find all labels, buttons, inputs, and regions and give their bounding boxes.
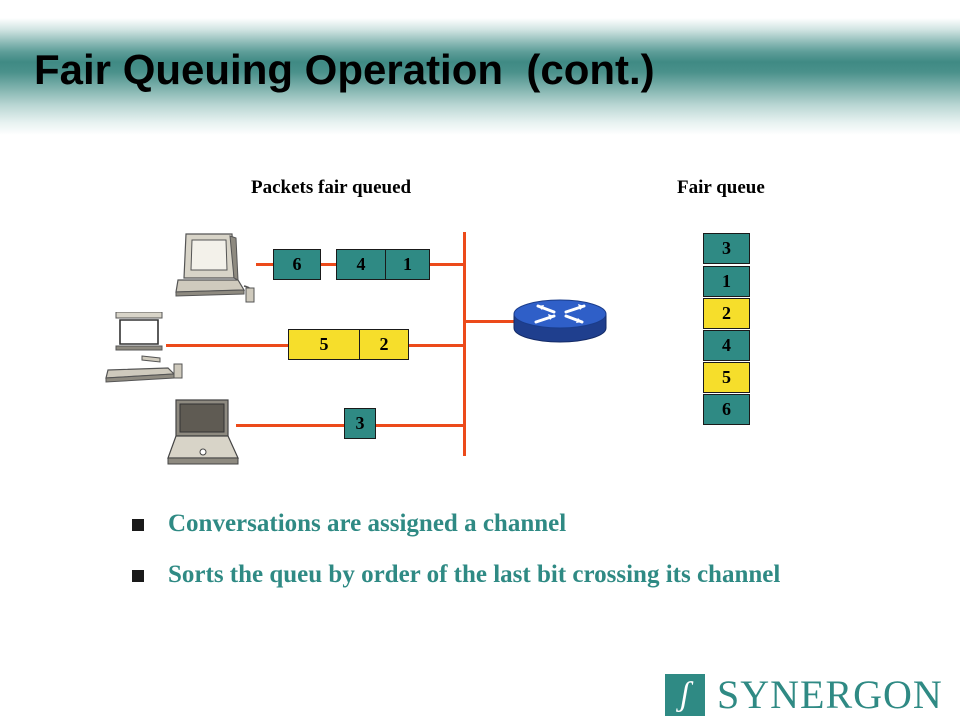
fair-queue-slot: 3 xyxy=(703,233,750,264)
laptop-icon xyxy=(167,399,239,465)
packet: 6 xyxy=(273,249,321,280)
bullet-square-icon xyxy=(132,570,144,582)
workstation-icon xyxy=(105,312,183,383)
logo-text: SYNERGON xyxy=(717,672,943,717)
logo-mark-icon: ʃ xyxy=(665,674,705,716)
slide-title: Fair Queuing Operation (cont.) xyxy=(34,46,655,93)
bus-line xyxy=(463,232,466,456)
fair-queue-slot: 2 xyxy=(703,298,750,329)
bullet-text: Sorts the queu by order of the last bit … xyxy=(168,561,781,588)
bullet-item: Conversations are assigned a channel xyxy=(128,505,888,542)
packet: 3 xyxy=(344,408,376,439)
desktop-computer-icon xyxy=(175,233,255,303)
caption-fair-queue: Fair queue xyxy=(677,177,765,198)
fair-queue-slot: 6 xyxy=(703,394,750,425)
synergon-logo: ʃ SYNERGON xyxy=(665,674,945,716)
link-line-router xyxy=(464,320,520,323)
packet: 1 xyxy=(385,249,430,280)
fair-queue-slot: 1 xyxy=(703,266,750,297)
fair-queue-slot: 4 xyxy=(703,330,750,361)
packet: 5 xyxy=(288,329,360,360)
fair-queue-slot: 5 xyxy=(703,362,750,393)
bullet-list: Conversations are assigned a channel Sor… xyxy=(128,505,888,607)
caption-packets-fair-queued: Packets fair queued xyxy=(251,177,412,198)
header-band xyxy=(0,0,960,135)
router-icon xyxy=(513,299,607,343)
bullet-item: Sorts the queu by order of the last bit … xyxy=(128,556,888,593)
packet: 2 xyxy=(359,329,409,360)
bullet-text: Conversations are assigned a channel xyxy=(168,510,567,537)
packet: 4 xyxy=(336,249,386,280)
bullet-square-icon xyxy=(132,519,144,531)
